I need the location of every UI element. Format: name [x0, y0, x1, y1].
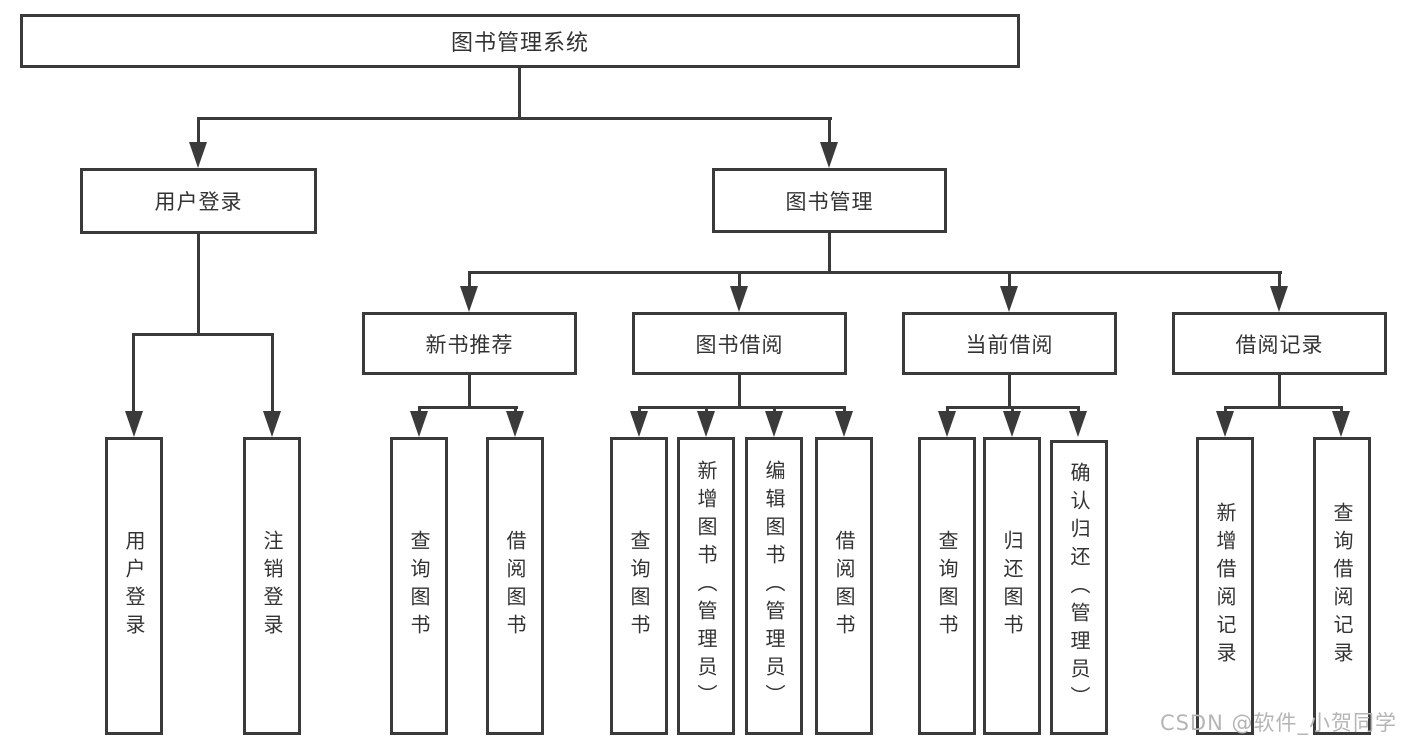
connector-drop: [828, 117, 831, 144]
connector-drop: [197, 117, 200, 144]
arrow-down-icon: [460, 286, 478, 312]
connector-group-bus: [638, 406, 846, 409]
connector-root-trunk: [518, 68, 521, 120]
connector-drop: [1008, 271, 1011, 288]
connector-drop: [514, 406, 517, 414]
connector-drop: [1077, 406, 1080, 414]
connector-drop: [468, 271, 471, 288]
connector-trunk: [1008, 375, 1011, 409]
leaf-return-books: 归还图书: [983, 437, 1041, 735]
connector-drop: [1224, 406, 1227, 414]
node-book-management-system: 图书管理系统: [20, 14, 1020, 68]
connector-drop: [843, 406, 846, 414]
arrow-down-icon: [820, 142, 838, 168]
connector-group-bus: [418, 406, 518, 409]
connector-trunk: [738, 375, 741, 409]
connector-drop: [1278, 271, 1281, 288]
arrow-down-icon: [506, 411, 524, 437]
node-new-book-recommend: 新书推荐: [362, 312, 577, 375]
connector-drop: [705, 406, 708, 414]
connector-trunk: [1278, 375, 1281, 409]
arrow-down-icon: [410, 411, 428, 437]
node-borrowing-records: 借阅记录: [1172, 312, 1387, 375]
connector-drop: [946, 406, 949, 414]
connector-trunk: [468, 375, 471, 409]
connector-drop: [132, 333, 135, 411]
arrow-down-icon: [189, 142, 207, 168]
leaf-logout: 注销登录: [243, 437, 301, 735]
leaf-edit-book-admin: 编辑图书（管理员）: [745, 437, 803, 735]
arrow-down-icon: [1000, 286, 1018, 312]
connector-group-bus: [1224, 406, 1343, 409]
arrow-down-icon: [697, 411, 715, 437]
leaf-query-books-1: 查询图书: [390, 437, 448, 735]
connector-drop: [418, 406, 421, 414]
node-book-management: 图书管理: [712, 168, 947, 233]
leaf-confirm-return-admin: 确认归还（管理员）: [1050, 440, 1108, 735]
node-book-borrowing: 图书借阅: [632, 312, 847, 375]
arrow-down-icon: [1069, 411, 1087, 437]
connector-drop: [271, 333, 274, 411]
arrow-down-icon: [1003, 411, 1021, 437]
connector-drop: [1340, 406, 1343, 414]
node-current-borrowing: 当前借阅: [902, 312, 1117, 375]
arrow-down-icon: [263, 411, 281, 437]
arrow-down-icon: [938, 411, 956, 437]
leaf-add-book-admin: 新增图书（管理员）: [677, 437, 735, 735]
arrow-down-icon: [630, 411, 648, 437]
connector-drop: [1011, 406, 1014, 414]
leaf-query-books-3: 查询图书: [918, 437, 976, 735]
arrow-down-icon: [835, 411, 853, 437]
arrow-down-icon: [1216, 411, 1234, 437]
arrow-down-icon: [1332, 411, 1350, 437]
connector-drop: [773, 406, 776, 414]
arrow-down-icon: [730, 286, 748, 312]
connector-drop: [638, 406, 641, 414]
connector-drop: [738, 271, 741, 288]
connector-trunk: [197, 234, 200, 336]
csdn-watermark: CSDN @软件_小贺同学: [1159, 711, 1397, 735]
arrow-down-icon: [125, 411, 143, 437]
leaf-query-books-2: 查询图书: [610, 437, 668, 735]
connector-level3-bus: [468, 271, 1282, 274]
leaf-borrow-books-2: 借阅图书: [815, 437, 873, 735]
leaf-user-login: 用户登录: [105, 437, 163, 735]
arrow-down-icon: [1270, 286, 1288, 312]
leaf-add-borrow-record: 新增借阅记录: [1196, 437, 1254, 735]
leaf-query-borrow-record: 查询借阅记录: [1313, 437, 1371, 735]
node-user-login: 用户登录: [80, 168, 317, 234]
connector-trunk: [828, 233, 831, 274]
connector-group-bus: [132, 333, 274, 336]
leaf-borrow-books-1: 借阅图书: [486, 437, 544, 735]
connector-level2-bus: [197, 117, 832, 120]
arrow-down-icon: [765, 411, 783, 437]
